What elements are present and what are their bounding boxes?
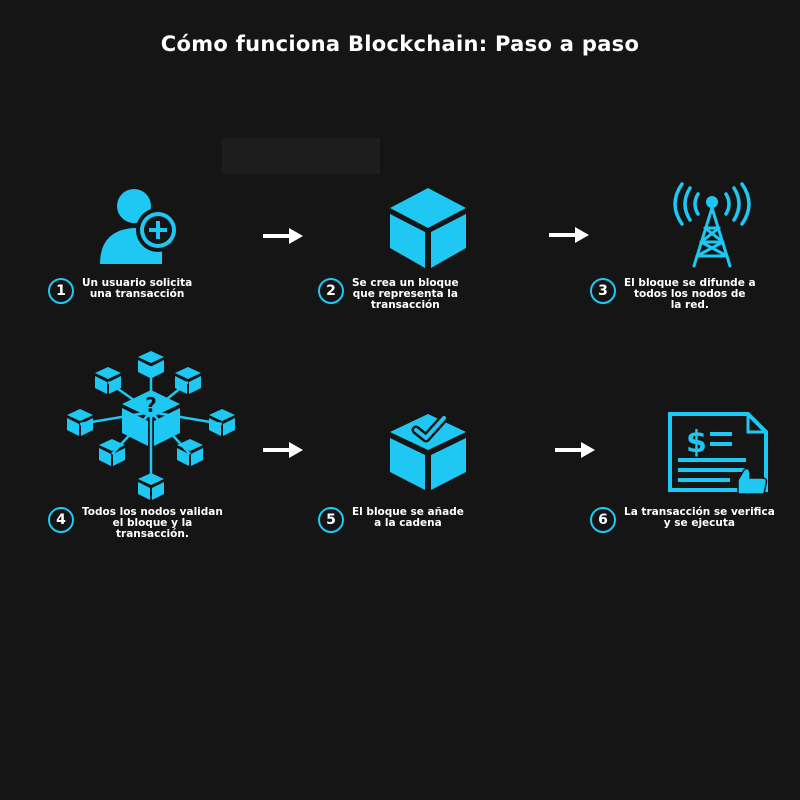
svg-text:$: $ [686,425,707,460]
page-title: Cómo funciona Blockchain: Paso a paso [160,32,640,56]
step-1: 1 Un usuario solicita una transacción [48,278,192,304]
step-number-badge: 4 [48,507,74,533]
step-description: Se crea un bloque que representa la tran… [352,277,459,311]
svg-text:?: ? [145,393,157,417]
step-number-badge: 5 [318,507,344,533]
arrow-right-icon [263,442,303,462]
block-cube-icon [388,186,468,270]
step-4: 4 Todos los nodos validan el bloque y la… [48,507,223,540]
step-description: Todos los nodos validan el bloque y la t… [82,506,223,540]
step-description: La transacción se verifica y se ejecuta [624,506,775,529]
step-description: Un usuario solicita una transacción [82,277,193,300]
step-6: 6 La transacción se verifica y se ejecut… [590,507,775,533]
step-2: 2 Se crea un bloque que representa la tr… [318,278,459,311]
step-3: 3 El bloque se difunde a todos los nodos… [590,278,756,311]
step-description: El bloque se difunde a todos los nodos d… [624,277,756,311]
step-description: El bloque se añade a la cadena [352,506,464,529]
arrow-right-icon [555,442,595,462]
step-5: 5 El bloque se añade a la cadena [318,507,464,533]
arrow-right-icon [549,227,589,247]
background-shape [222,138,380,174]
step-number-badge: 2 [318,278,344,304]
step-number-badge: 6 [590,507,616,533]
block-check-icon [388,410,468,492]
node-network-icon: ? [62,346,240,506]
broadcast-tower-icon [664,182,760,270]
arrow-right-icon [263,228,303,248]
step-number-badge: 1 [48,278,74,304]
user-add-icon [96,186,186,268]
invoice-approved-icon: $ [666,412,770,496]
step-number-badge: 3 [590,278,616,304]
